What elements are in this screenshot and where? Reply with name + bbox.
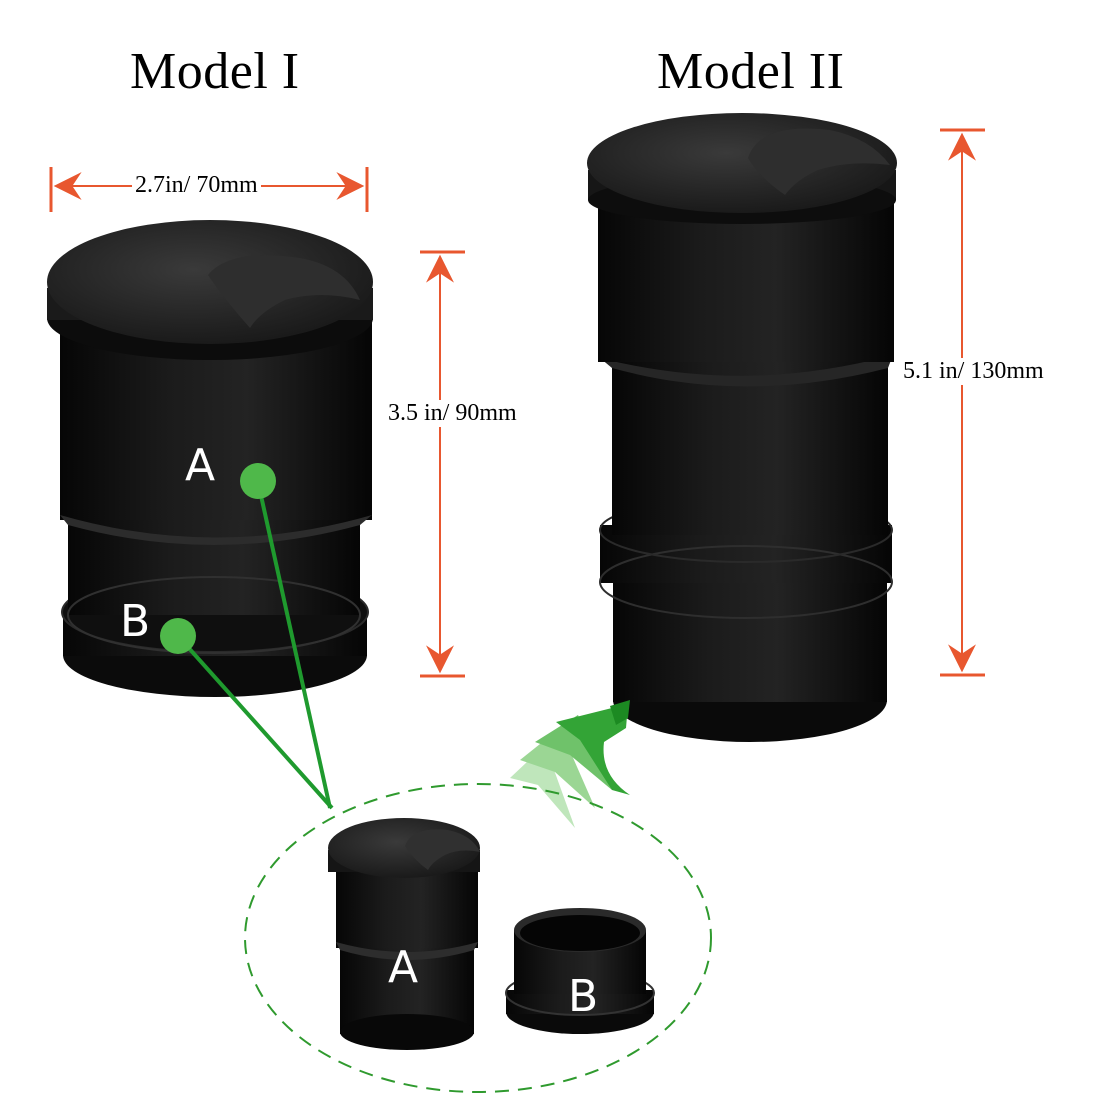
model-1-height-label: 3.5 in/ 90mm [385,400,520,427]
model-1-height-dimension [420,250,465,678]
model-2-cup [587,113,897,742]
detail-part-b-label: B [568,971,599,1022]
detail-part-a-label: A [388,942,419,993]
part-a-marker [240,463,276,499]
model-1-part-a-label: A [185,440,216,491]
detail-part-b [505,908,655,1034]
model-2-height-dimension [940,128,985,677]
model-1-part-b-label: B [120,596,151,647]
part-b-marker [160,618,196,654]
model-2-height-label: 5.1 in/ 130mm [900,358,1047,385]
model-1-cup [47,220,373,697]
upgrade-arrow-icon [510,700,630,828]
model-2-title: Model II [657,43,845,100]
part-pointer-lines [176,481,334,810]
model-1-title: Model I [130,43,300,100]
detail-dashed-ellipse [244,783,712,1093]
model-1-width-label: 2.7in/ 70mm [132,172,261,199]
detail-part-a [328,818,480,1050]
